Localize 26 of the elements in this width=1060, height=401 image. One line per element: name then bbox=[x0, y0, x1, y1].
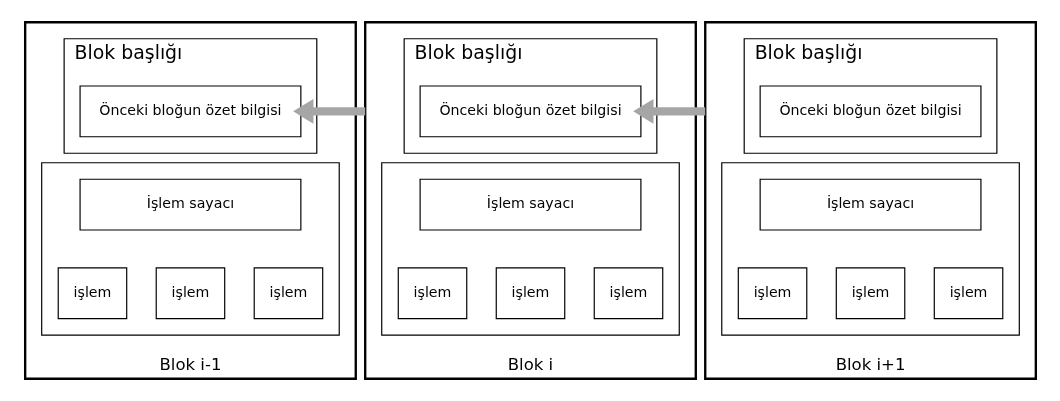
node-box: işlem bbox=[495, 267, 565, 320]
node-box: İşlem sayacı bbox=[759, 178, 981, 231]
node-label: Blok i bbox=[507, 354, 553, 374]
arrow bbox=[632, 98, 705, 124]
node-box: Önceki bloğun özet bilgisi bbox=[419, 85, 641, 138]
cluster bbox=[380, 162, 680, 336]
cluster bbox=[703, 21, 1037, 380]
node-label: Blok i+1 bbox=[835, 354, 905, 374]
arrow bbox=[292, 98, 365, 124]
node-box: işlem bbox=[397, 267, 467, 320]
node-box: İşlem sayacı bbox=[419, 178, 641, 231]
node-label: Blok i-1 bbox=[159, 354, 221, 374]
node-box: işlem bbox=[57, 267, 127, 320]
node-box: işlem bbox=[737, 267, 807, 320]
node-box: işlem bbox=[933, 267, 1003, 320]
node-box: işlem bbox=[253, 267, 323, 320]
cluster bbox=[363, 21, 697, 380]
node-box: işlem bbox=[835, 267, 905, 320]
cluster bbox=[40, 162, 340, 336]
node-box: Önceki bloğun özet bilgisi bbox=[759, 85, 981, 138]
node-box: İşlem sayacı bbox=[78, 178, 301, 231]
cluster bbox=[720, 162, 1020, 336]
node-box: işlem bbox=[155, 267, 225, 320]
node-box: işlem bbox=[593, 267, 663, 320]
cluster bbox=[23, 21, 357, 380]
node-box: Önceki bloğun özet bilgisi bbox=[78, 85, 301, 138]
